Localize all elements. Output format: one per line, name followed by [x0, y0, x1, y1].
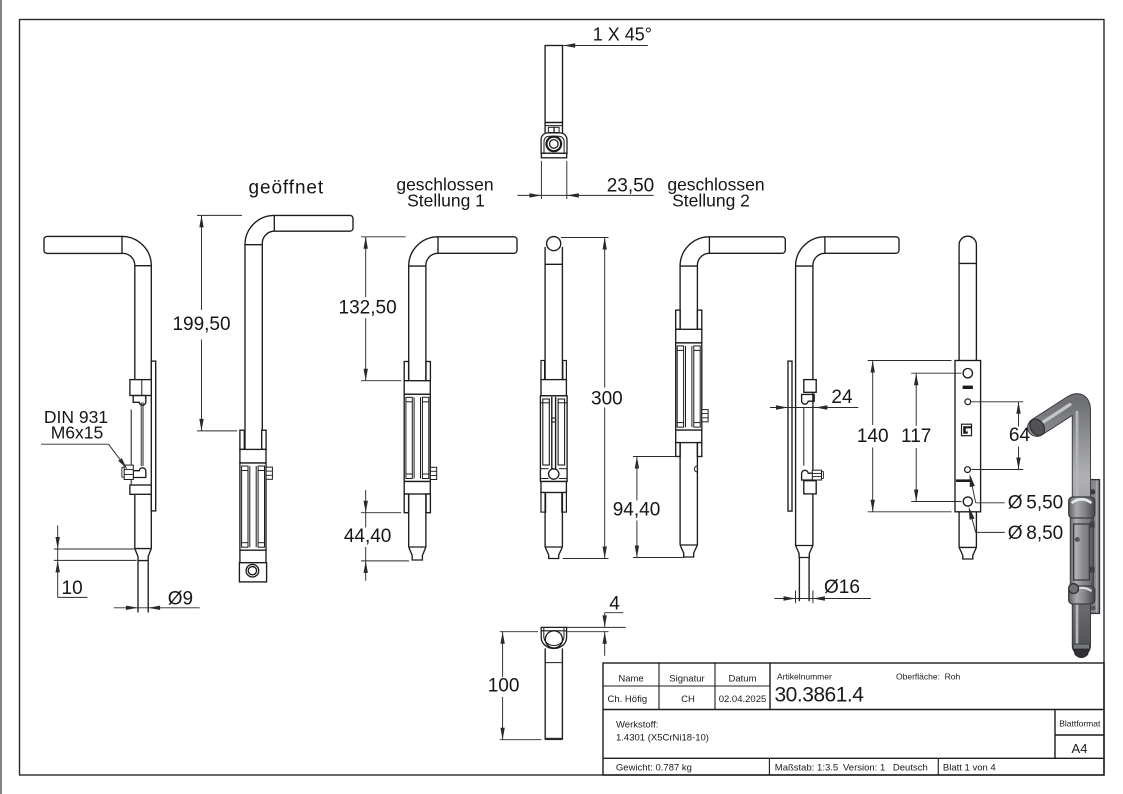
svg-text:44,40: 44,40: [344, 526, 392, 547]
svg-text:4: 4: [609, 594, 620, 615]
svg-text:1 X 45°: 1 X 45°: [593, 24, 652, 44]
svg-text:Signatur: Signatur: [669, 674, 704, 685]
svg-text:117: 117: [901, 426, 931, 447]
svg-text:Ø 8,50: Ø 8,50: [1008, 523, 1064, 544]
svg-text:A4: A4: [1072, 741, 1088, 756]
svg-text:300: 300: [591, 389, 623, 410]
svg-text:CH: CH: [681, 694, 695, 705]
svg-text:geschlossen: geschlossen: [667, 175, 764, 195]
svg-text:Werkstoff:: Werkstoff:: [616, 719, 658, 730]
svg-text:1.4301 (X5CrNi18-10): 1.4301 (X5CrNi18-10): [616, 733, 709, 744]
svg-text:geschlossen: geschlossen: [396, 175, 493, 195]
svg-text:23,50: 23,50: [607, 175, 655, 196]
svg-text:10: 10: [62, 578, 83, 599]
svg-text:Gewicht: 0.787 kg: Gewicht: 0.787 kg: [616, 763, 692, 774]
svg-text:Stellung 2: Stellung 2: [672, 190, 750, 210]
svg-text:Artikelnummer: Artikelnummer: [777, 672, 832, 682]
svg-text:100: 100: [488, 676, 520, 697]
svg-text:Stellung 1: Stellung 1: [407, 191, 485, 211]
svg-text:Ø9: Ø9: [168, 589, 193, 610]
svg-text:140: 140: [857, 426, 889, 447]
svg-text:Blattformat: Blattformat: [1059, 719, 1101, 729]
svg-text:Datum: Datum: [729, 674, 757, 685]
svg-text:Blatt 1 von 4: Blatt 1 von 4: [943, 763, 996, 774]
svg-text:02.04.2025: 02.04.2025: [719, 694, 767, 705]
svg-text:Ø 5,50: Ø 5,50: [1008, 493, 1064, 514]
svg-text:M6x15: M6x15: [51, 423, 104, 443]
svg-text:199,50: 199,50: [172, 314, 230, 335]
svg-text:Oberfläche: Roh: Oberfläche: Roh: [896, 672, 961, 682]
svg-text:Ch. Höfig: Ch. Höfig: [608, 694, 648, 705]
svg-text:Ø16: Ø16: [824, 577, 860, 598]
svg-text:94,40: 94,40: [613, 500, 661, 521]
svg-text:30.3861.4: 30.3861.4: [775, 684, 865, 707]
svg-text:Version: 1: Version: 1: [843, 763, 885, 774]
svg-text:64: 64: [1009, 425, 1031, 446]
svg-text:Name: Name: [618, 674, 643, 685]
svg-text:geöffnet: geöffnet: [249, 178, 325, 199]
svg-text:132,50: 132,50: [339, 298, 397, 319]
svg-text:Maßstab: 1:3.5: Maßstab: 1:3.5: [775, 763, 838, 774]
svg-text:DIN 931: DIN 931: [44, 407, 108, 427]
svg-text:Deutsch: Deutsch: [893, 763, 928, 774]
svg-text:24: 24: [831, 387, 853, 408]
